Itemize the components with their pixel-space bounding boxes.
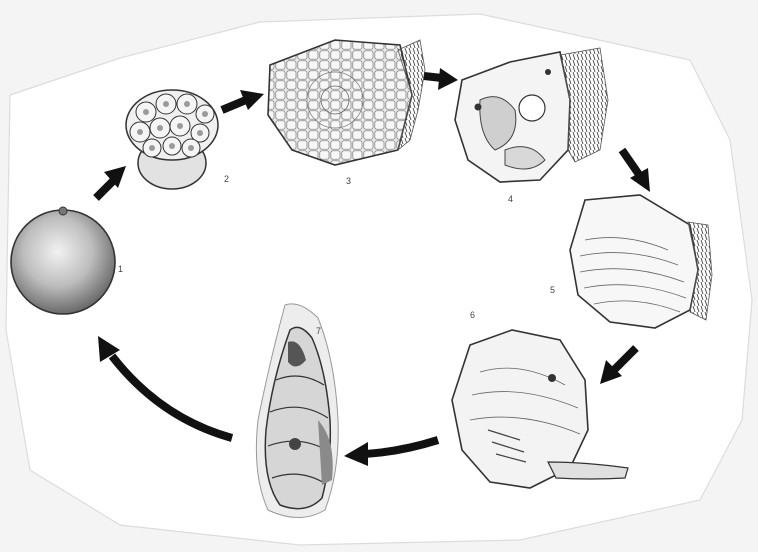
stage-number-4: 4 [508,194,513,204]
stage-number-5: 5 [550,285,555,295]
stage-number-1: 1 [118,264,123,274]
stage-number-7: 7 [316,326,321,336]
stage-number-3: 3 [346,176,351,186]
stage-number-6: 6 [470,310,475,320]
stage-number-2: 2 [224,174,229,184]
